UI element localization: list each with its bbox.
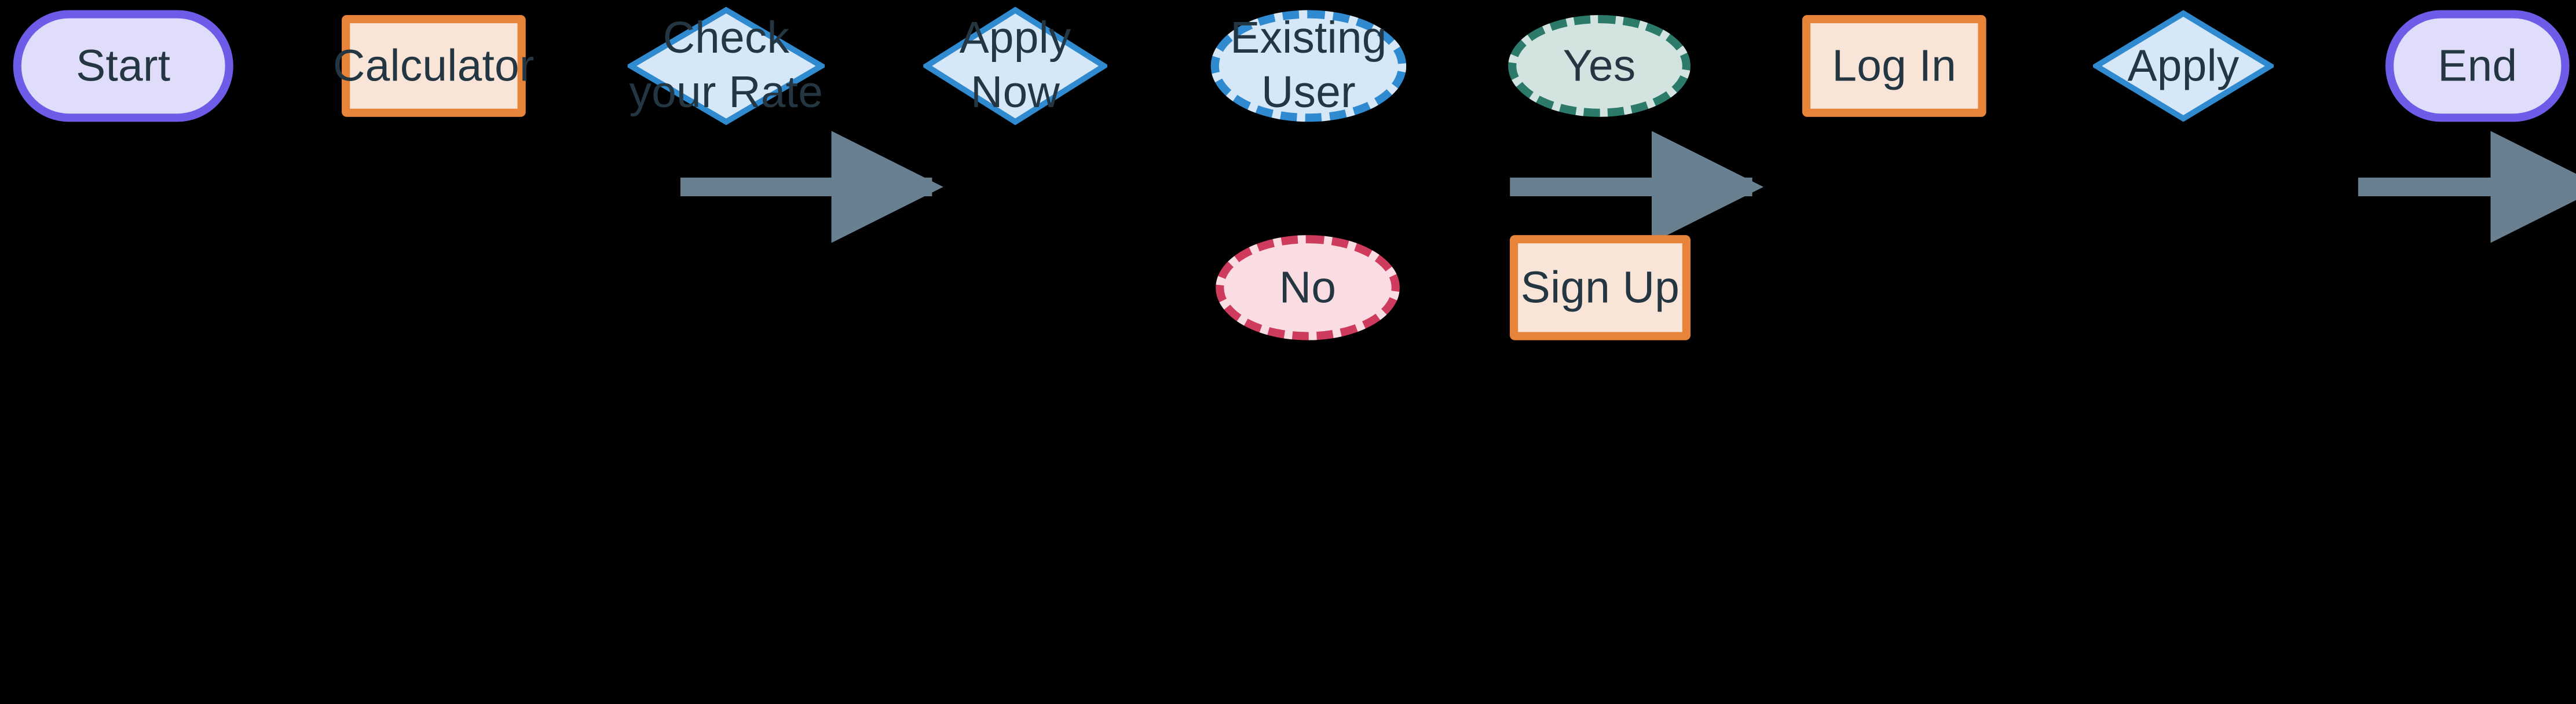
node-yes-label: Yes — [1563, 41, 1636, 90]
node-check-your-rate[interactable]: Check your Rate — [627, 6, 825, 126]
node-no[interactable]: No — [1216, 235, 1400, 340]
node-start[interactable]: Start — [13, 10, 233, 122]
node-apply[interactable]: Apply — [2093, 10, 2274, 122]
node-calculator[interactable]: Calculator — [333, 15, 534, 117]
node-no-label: No — [1279, 262, 1337, 312]
node-existing-user-label: Existing User — [1230, 13, 1387, 117]
node-log-in[interactable]: Log In — [1802, 15, 1986, 117]
node-apply-label: Apply — [2127, 41, 2240, 90]
node-sign-up-label: Sign Up — [1520, 262, 1680, 312]
node-start-label: Start — [76, 41, 171, 90]
node-calculator-label: Calculator — [333, 41, 535, 90]
diamond-shape — [627, 6, 825, 126]
node-sign-up[interactable]: Sign Up — [1509, 235, 1690, 340]
node-check-your-rate-label: Check your Rate — [629, 13, 824, 117]
node-end[interactable]: End — [2385, 10, 2570, 122]
node-apply-now-label: Apply Now — [959, 13, 1071, 117]
node-existing-user[interactable]: Existing User — [1210, 10, 1407, 122]
flowchart-canvas: Start Calculator Check your Rate Apply N… — [13, 6, 2576, 340]
node-end-label: End — [2438, 41, 2518, 90]
diamond-shape — [923, 6, 1107, 126]
diamond-shape — [2093, 10, 2274, 122]
node-apply-now[interactable]: Apply Now — [923, 6, 1107, 126]
node-log-in-label: Log In — [1832, 41, 1957, 90]
node-yes[interactable]: Yes — [1508, 15, 1690, 117]
